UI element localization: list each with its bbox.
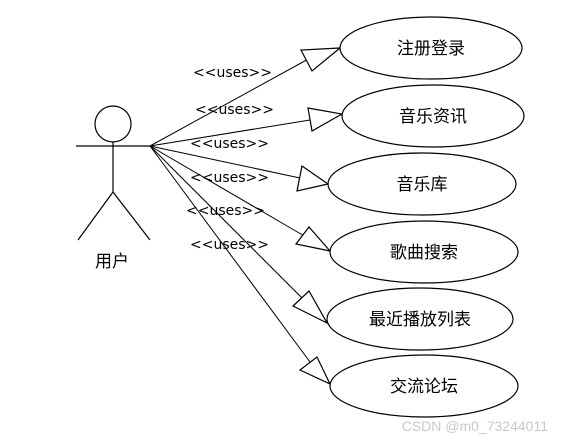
actor-left-leg — [77, 191, 114, 241]
use-case-music-library: 音乐库 — [327, 152, 517, 216]
use-case-label: 歌曲搜索 — [390, 243, 458, 263]
association-recent-playlist — [149, 145, 329, 325]
association-forum — [149, 145, 332, 386]
use-case-music-news: 音乐资讯 — [341, 84, 525, 148]
use-case-label: 注册登录 — [397, 39, 465, 59]
use-case-forum: 交流论坛 — [329, 354, 519, 418]
use-case-label: 音乐资讯 — [399, 107, 467, 127]
association-song-search — [149, 145, 332, 252]
uses-label-song-search: <<uses>> — [190, 170, 269, 186]
uses-labels: <<uses>> <<uses>> <<uses>> <<uses>> <<us… — [186, 65, 274, 253]
uses-label-forum: <<uses>> — [190, 237, 269, 253]
use-case-label: 交流论坛 — [390, 377, 458, 397]
watermark: CSDN @m0_73244011 — [402, 418, 548, 434]
uses-label-recent-playlist: <<uses>> — [186, 203, 265, 219]
use-case-song-search: 歌曲搜索 — [329, 220, 519, 284]
actor-label: 用户 — [95, 252, 129, 272]
use-case-label: 音乐库 — [397, 175, 448, 195]
uses-label-music-news: <<uses>> — [195, 102, 274, 118]
use-cases: 注册登录 音乐资讯 音乐库 歌曲搜索 最近播放列表 交流论坛 — [326, 16, 525, 418]
use-case-register-login: 注册登录 — [339, 16, 523, 80]
association-register-login — [149, 47, 342, 147]
actor-head — [94, 105, 132, 143]
uses-label-music-library: <<uses>> — [190, 136, 269, 152]
use-case-label: 最近播放列表 — [369, 310, 471, 330]
uses-label-register-login: <<uses>> — [193, 65, 272, 81]
use-case-recent-playlist: 最近播放列表 — [326, 287, 514, 351]
association-lines — [149, 47, 344, 386]
actor-right-leg — [112, 191, 151, 241]
actor-user: 用户 — [76, 105, 151, 272]
association-music-library — [149, 145, 330, 192]
association-music-news — [149, 107, 344, 147]
